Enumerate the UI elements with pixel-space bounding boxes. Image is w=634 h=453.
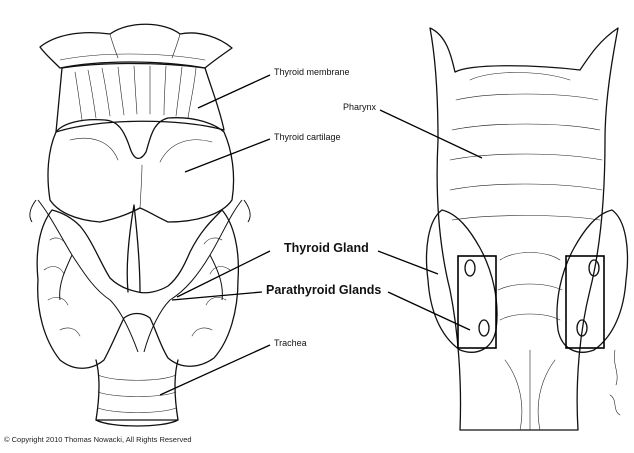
- label-parathyroid-glands: Parathyroid Glands: [266, 283, 381, 297]
- pyramidal-lobe: [127, 205, 140, 292]
- thyroid-gland-shape: [37, 210, 238, 368]
- anterior-view: [30, 24, 250, 426]
- parathyroid-gland: [479, 320, 489, 336]
- label-thyroid-gland: Thyroid Gland: [284, 241, 369, 255]
- leader-thyroid-cartilage: [185, 139, 270, 172]
- posterior-thyroid-left-lobe: [427, 210, 498, 352]
- label-trachea: Trachea: [274, 338, 307, 348]
- label-pharynx: Pharynx: [343, 102, 376, 112]
- thyroid-cartilage-shape: [48, 118, 234, 222]
- pharynx-shape: [430, 28, 618, 430]
- parathyroid-gland: [465, 260, 475, 276]
- leader-pharynx: [380, 110, 482, 158]
- trachea-shape: [96, 360, 178, 420]
- posterior-view: [427, 28, 628, 430]
- thyroid-membrane-shape: [56, 64, 224, 133]
- leader-posterior-thyroid: [378, 251, 438, 274]
- label-thyroid-cartilage: Thyroid cartilage: [274, 132, 341, 142]
- hyoid-bone: [40, 24, 232, 68]
- leader-thyroid-gland: [177, 251, 270, 297]
- label-thyroid-membrane: Thyroid membrane: [274, 67, 350, 77]
- artist-signature: [610, 350, 620, 415]
- copyright-notice: © Copyright 2010 Thomas Nowacki, All Rig…: [4, 435, 192, 444]
- parathyroid-box-left: [458, 256, 496, 348]
